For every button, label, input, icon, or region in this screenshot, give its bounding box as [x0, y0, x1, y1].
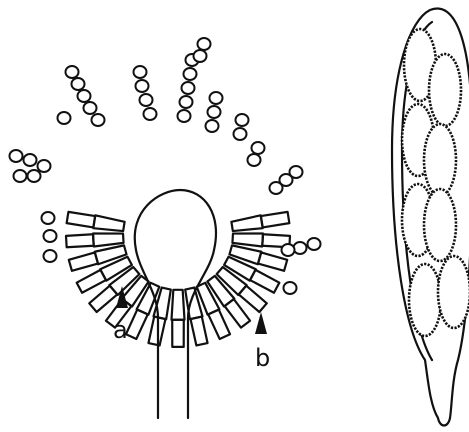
- metula: [172, 290, 185, 320]
- phialide: [66, 234, 94, 247]
- conidium: [58, 112, 71, 124]
- conidium: [44, 230, 57, 242]
- conidiophore: a b: [10, 38, 321, 418]
- phialide: [191, 317, 208, 346]
- conidium: [206, 120, 219, 132]
- ascus: [392, 8, 469, 425]
- conidium: [10, 150, 23, 162]
- conidium: [198, 38, 211, 50]
- phialide: [258, 252, 287, 270]
- conidium: [92, 114, 105, 126]
- conidium: [252, 142, 265, 154]
- arrow-b: [255, 312, 267, 334]
- conidium: [208, 106, 221, 118]
- ascospore: [424, 124, 456, 196]
- conidium: [28, 170, 41, 182]
- metula: [229, 245, 261, 264]
- conidium: [248, 154, 261, 166]
- metula: [93, 215, 124, 231]
- conidium: [144, 108, 157, 120]
- phialide: [126, 310, 148, 339]
- ascospores: [402, 29, 469, 336]
- conidium: [66, 66, 79, 78]
- conidium: [24, 154, 37, 166]
- conidium: [210, 92, 223, 104]
- conidium: [194, 50, 207, 62]
- phialide: [261, 212, 290, 228]
- conidium: [14, 170, 27, 182]
- conidium: [84, 102, 97, 114]
- conidium: [140, 94, 153, 106]
- phialide: [69, 252, 98, 270]
- conidium: [134, 66, 147, 78]
- conidium: [270, 182, 283, 194]
- conidium: [72, 78, 85, 90]
- metula: [95, 245, 127, 264]
- conidium: [236, 114, 249, 126]
- conidium: [282, 244, 295, 256]
- phialide: [225, 299, 250, 328]
- ascospore: [424, 189, 456, 261]
- conidium: [308, 238, 321, 250]
- phialide: [67, 212, 96, 228]
- phialide: [239, 286, 267, 312]
- label-b: b: [255, 344, 270, 372]
- conidium: [234, 128, 247, 140]
- conidium: [284, 282, 297, 294]
- conidium: [44, 250, 57, 262]
- metula: [231, 215, 262, 231]
- conidium: [38, 160, 51, 172]
- conidium: [178, 110, 191, 122]
- conidium: [184, 68, 197, 80]
- ascospore: [429, 54, 461, 126]
- phialide: [250, 270, 279, 293]
- conidium: [182, 82, 195, 94]
- phialide: [89, 286, 117, 312]
- conidium: [294, 242, 307, 254]
- ascospore: [409, 264, 441, 336]
- label-a: a: [113, 316, 128, 344]
- phialide: [77, 270, 106, 293]
- conidium: [136, 80, 149, 92]
- conidium: [78, 90, 91, 102]
- phialide: [172, 320, 184, 347]
- conidium: [180, 96, 193, 108]
- metula: [93, 234, 124, 247]
- metula: [232, 234, 263, 247]
- phialide-layer: [66, 212, 290, 347]
- ascospore: [438, 256, 469, 328]
- arrow-a: [116, 286, 128, 308]
- phialide: [208, 310, 230, 339]
- conidium: [42, 212, 55, 224]
